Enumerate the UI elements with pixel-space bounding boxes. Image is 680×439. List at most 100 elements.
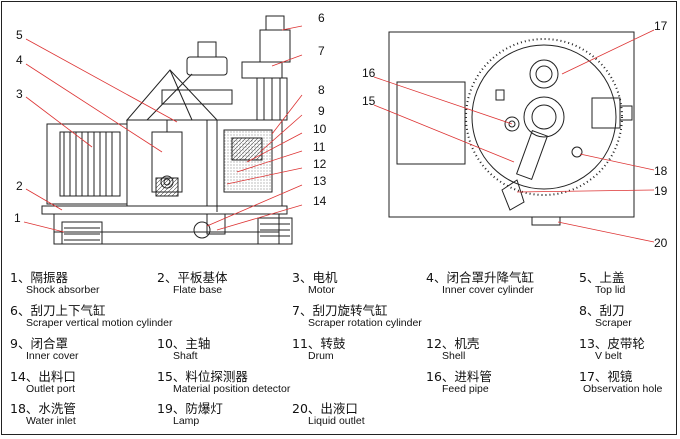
legend-en: Material position detector [173,383,291,395]
top-lid [125,69,219,121]
callout-numbers: 1 2 3 4 5 6 7 8 9 10 11 12 13 14 15 16 1… [14,11,668,250]
legend-item-19: 19、防爆灯 Lamp [157,401,223,427]
legend-zh: 16、进料管 [426,369,492,384]
legend-zh: 3、电机 [292,270,338,285]
shock-absorber-right [257,217,293,245]
legend-item-15: 15、料位探测器 Material position detector [157,369,291,395]
callout-9: 9 [318,104,325,118]
legend-en: V belt [595,350,622,362]
callout-13: 13 [313,174,327,188]
callout-11: 11 [313,140,326,154]
callout-2: 2 [16,179,23,193]
top-lid-outline [471,44,617,190]
legend-item-10: 10、主轴 Shaft [157,336,211,362]
legend-item-14: 14、出料口 Outlet port [10,369,76,395]
feed-side-box [396,81,466,165]
legend-zh: 15、料位探测器 [157,369,248,384]
legend-item-12: 12、机壳 Shell [426,336,480,362]
callout-7: 7 [318,44,325,58]
legend-en: Scraper rotation cylinder [308,317,422,329]
callout-10: 10 [313,122,327,136]
legend-item-9: 9、闭合罩 Inner cover [10,336,79,362]
shell [206,119,283,207]
callout-6: 6 [318,11,325,25]
legend-en: Lamp [173,415,200,427]
scraper-vertical-cylinder [259,29,291,63]
legend-item-6: 6、刮刀上下气缸 Scraper vertical motion cylinde… [10,303,173,329]
legend-en: Drum [308,350,334,362]
legend-en: Motor [308,284,335,296]
callout-14: 14 [313,194,327,208]
callout-17: 17 [654,19,668,33]
callout-3: 3 [16,87,23,101]
legend-item-8: 8、刮刀 Scraper [579,303,632,329]
legend-en: Flate base [173,284,223,296]
legend-zh: 12、机壳 [426,336,480,351]
callout-16: 16 [362,66,376,80]
callout-19: 19 [654,184,668,198]
top-view [388,31,635,226]
legend-zh: 6、刮刀上下气缸 [10,303,106,318]
legend-item-1: 1、隔振器 Shock absorber [10,270,100,296]
callout-18: 18 [654,164,668,178]
legend-en: Observation hole [583,383,663,395]
leader-lines [23,25,655,243]
legend-en: Shock absorber [26,284,100,296]
center-hub [523,96,565,138]
water-inlet [571,146,583,158]
motor-body [59,131,121,197]
legend-zh: 11、转鼓 [292,336,346,351]
bolt-circle [465,38,623,196]
legend-zh: 4、闭合罩升降气缸 [426,270,534,285]
callout-1: 1 [14,211,21,225]
motor-housing [46,123,128,205]
legend-zh: 7、刮刀旋转气缸 [292,303,388,318]
feed-pipe [504,116,520,132]
legend-zh: 8、刮刀 [579,303,625,318]
legend-zh: 5、上盖 [579,270,625,285]
legend-zh: 1、隔振器 [10,270,68,285]
legend-item-3: 3、电机 Motor [292,270,338,296]
legend-item-18: 18、水洗管 Water inlet [10,401,76,427]
legend-zh: 10、主轴 [157,336,211,351]
top-view-frame [388,31,635,218]
legend-zh: 13、皮带轮 [579,336,645,351]
legend-en: Feed pipe [442,383,489,395]
legend-zh: 2、平板基体 [157,270,228,285]
legend-item-4: 4、闭合罩升降气缸 Inner cover cylinder [426,270,534,296]
side-view [41,15,293,245]
legend-en: Shaft [173,350,198,362]
legend-item-7: 7、刮刀旋转气缸 Scraper rotation cylinder [292,303,422,329]
legend-en: Scraper [595,317,632,329]
callout-4: 4 [16,53,23,67]
base-frame [53,213,280,245]
legend-en: Water inlet [26,415,76,427]
callout-20: 20 [654,236,668,250]
legend-en: Top lid [595,284,626,296]
legend-en: Liquid outlet [308,415,365,427]
legend-en: Shell [442,350,466,362]
legend-en: Inner cover [26,350,79,362]
legend-zh: 9、闭合罩 [10,336,68,351]
legend-en: Outlet port [26,383,76,395]
legend-item-20: 20、出液口 Liquid outlet [292,401,365,427]
callout-5: 5 [16,28,23,42]
legend-item-17: 17、视镜 Observation hole [579,370,663,395]
legend-item-2: 2、平板基体 Flate base [157,270,228,296]
legend-item-16: 16、进料管 Feed pipe [426,369,492,395]
legend-zh: 19、防爆灯 [157,401,223,416]
legend-zh: 18、水洗管 [10,401,76,416]
legend-zh: 14、出料口 [10,369,76,384]
legend-en: Scraper vertical motion cylinder [26,317,173,329]
legend-item-5: 5、上盖 Top lid [579,270,626,296]
callout-15: 15 [362,94,376,108]
explosion-proof-lamp [501,179,525,211]
legend-zh: 20、出液口 [292,401,358,416]
v-belt-pulley [193,221,211,239]
scraper-arm [515,130,549,180]
shock-absorber-left [61,221,103,245]
callout-12: 12 [313,157,327,171]
liquid-outlet [531,216,561,226]
